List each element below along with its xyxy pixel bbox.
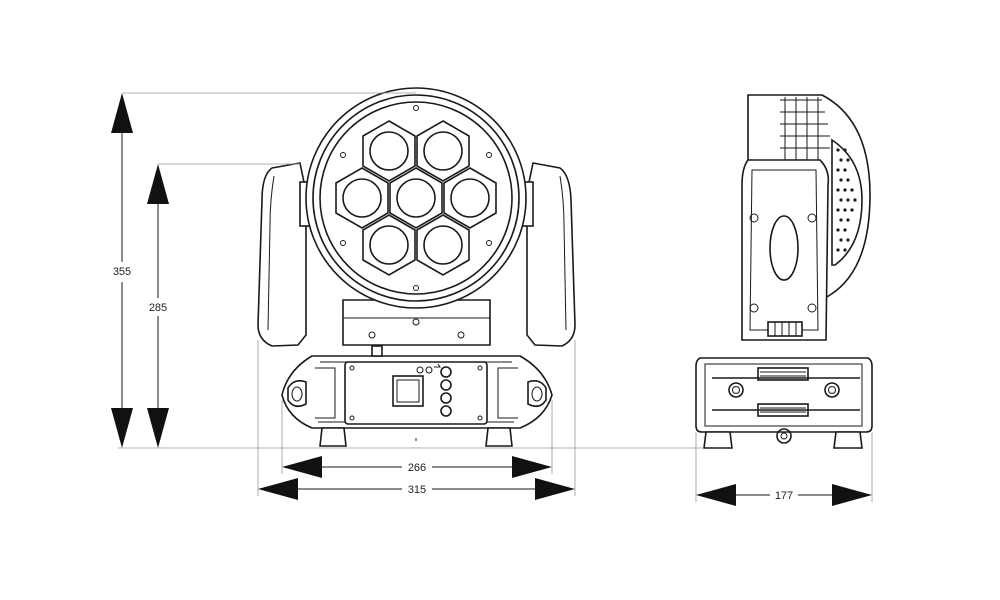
grille-dot — [846, 158, 850, 162]
lens-center — [389, 167, 443, 229]
lens-bottom-left — [362, 214, 416, 276]
side-view — [695, 94, 873, 449]
grille-dot — [836, 228, 840, 232]
yoke-left-arm — [257, 162, 307, 347]
side-foot-left — [703, 431, 733, 449]
grille-dot — [839, 238, 843, 242]
grille-dot — [836, 248, 840, 252]
grille-dot — [843, 248, 847, 252]
grille-dot — [846, 198, 850, 202]
dimension-lines: 355 285 266 315 — [110, 92, 873, 506]
front-foot-left — [319, 427, 347, 447]
side-yoke — [741, 159, 830, 341]
lens-bottom-right — [416, 214, 470, 276]
grille-dot — [843, 148, 847, 152]
dim-label-315: 315 — [408, 484, 426, 496]
yoke-window — [769, 215, 799, 281]
dim-overall-width: 315 — [258, 478, 575, 500]
grille-dot — [836, 148, 840, 152]
lens-top-right — [416, 120, 470, 182]
dim-overall-height: 355 — [110, 93, 134, 448]
side-foot-right — [833, 431, 863, 449]
dim-label-177: 177 — [775, 490, 793, 502]
grille-dot — [846, 218, 850, 222]
lens-top-left — [362, 120, 416, 182]
head-outer-ring — [305, 87, 527, 309]
dim-label-355: 355 — [113, 266, 131, 278]
grille-dot — [839, 178, 843, 182]
panel-button — [440, 366, 452, 378]
grille-dots — [836, 148, 857, 252]
panel-button — [440, 379, 452, 391]
grille-dot — [846, 238, 850, 242]
grille-dot — [843, 188, 847, 192]
dim-base-width: 266 — [282, 456, 552, 478]
grille-dot — [839, 218, 843, 222]
grille-dot — [853, 198, 857, 202]
dim-label-266: 266 — [408, 462, 426, 474]
grille-dot — [850, 188, 854, 192]
dim-yoke-height: 285 — [146, 164, 170, 448]
panel-button — [440, 392, 452, 404]
grille-dot — [850, 208, 854, 212]
lens-right — [443, 167, 497, 229]
control-panel — [344, 361, 488, 425]
grille-dot — [839, 198, 843, 202]
grille-dot — [839, 158, 843, 162]
grille-dot — [836, 168, 840, 172]
grille-dot — [843, 168, 847, 172]
clamp-eye — [776, 428, 792, 444]
dim-side-depth: 177 — [696, 484, 872, 506]
lcd-display — [392, 375, 424, 407]
grille-dot — [843, 228, 847, 232]
grille-dot — [846, 178, 850, 182]
lens-left — [335, 167, 389, 229]
dim-label-285: 285 — [149, 302, 167, 314]
lens-array — [335, 120, 497, 276]
side-ribs — [780, 97, 830, 160]
side-base — [695, 357, 873, 433]
yoke-right-arm — [526, 162, 576, 347]
grille-dot — [843, 208, 847, 212]
front-foot-right — [485, 427, 513, 447]
grille-dot — [836, 188, 840, 192]
panel-button — [440, 405, 452, 417]
front-view — [257, 87, 576, 447]
grille-dot — [836, 208, 840, 212]
side-grille — [831, 138, 863, 266]
